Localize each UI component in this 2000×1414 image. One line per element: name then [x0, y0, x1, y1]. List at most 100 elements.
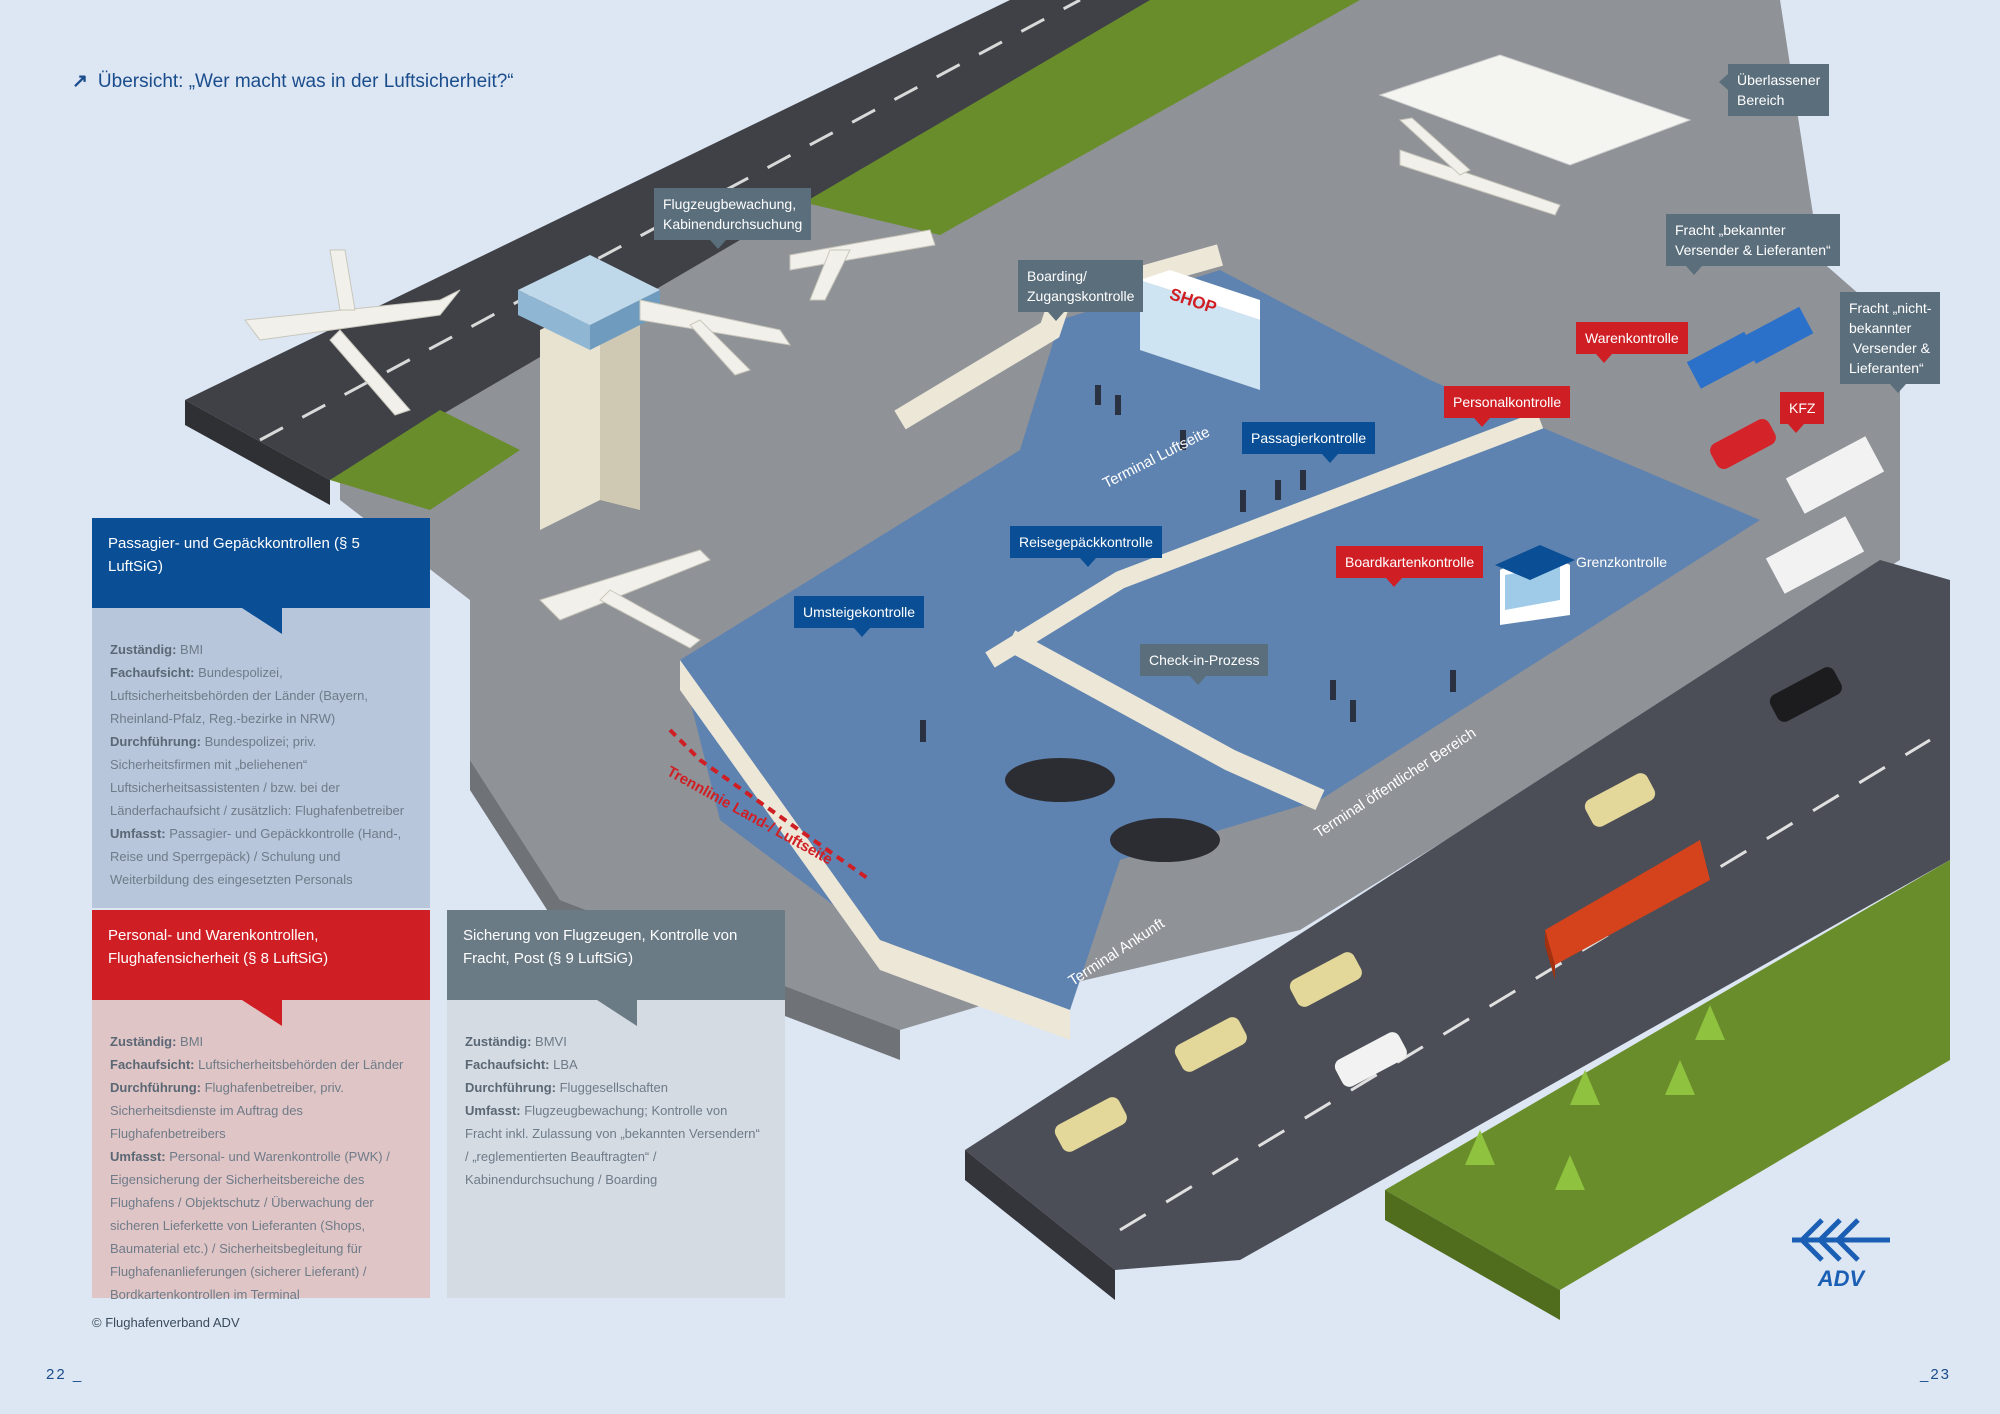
- page-number-left: 22 _: [46, 1366, 84, 1383]
- info-box-body: Zuständig: BMI Fachaufsicht: Luftsicherh…: [92, 1000, 430, 1302]
- info-box-title: Sicherung von Flugzeugen, Kontrolle von …: [447, 910, 785, 1026]
- adv-logo-text: ADV: [1817, 1266, 1867, 1291]
- road-side: [965, 1150, 1115, 1300]
- info-key: Umfasst:: [465, 1103, 521, 1118]
- grass-bottom: [1385, 860, 1950, 1290]
- shop-building: [1140, 270, 1260, 390]
- info-key: Durchführung:: [110, 734, 201, 749]
- info-value: BMVI: [531, 1034, 567, 1049]
- info-box-body: Zuständig: BMI Fachaufsicht: Bundespoliz…: [92, 608, 430, 908]
- info-value: Luftsicherheitsbehörden der Länder: [194, 1057, 404, 1072]
- plane-apron-1: [639, 299, 792, 376]
- people: [920, 385, 1456, 742]
- info-value: Passagier- und Gepäckkontrolle (Hand-, R…: [110, 826, 402, 887]
- label-passagierkontrolle: Passagierkontrolle: [1242, 422, 1376, 463]
- label-line: Lieferanten“: [1849, 360, 1924, 376]
- info-row: Durchführung: Bundespolizei; priv. Siche…: [110, 730, 412, 822]
- copyright: © Flughafenverband ADV: [92, 1315, 240, 1330]
- border-booth: [1495, 545, 1575, 625]
- info-key: Fachaufsicht:: [110, 1057, 195, 1072]
- hangar-roof: [1378, 54, 1692, 166]
- runway-centerline: [259, 0, 1081, 442]
- label-line: Überlassener: [1737, 72, 1821, 88]
- info-box-title-text: Sicherung von Flugzeugen, Kontrolle von …: [463, 927, 738, 967]
- truck-1: [1785, 436, 1885, 514]
- info-value: Flugzeugbewachung; Kontrolle von Fracht …: [465, 1103, 760, 1187]
- info-box-body: Zuständig: BMVI Fachaufsicht: LBA Durchf…: [447, 1000, 785, 1298]
- page-title: ↗Übersicht: „Wer macht was in der Luftsi…: [72, 70, 514, 93]
- info-row: Umfasst: Personal- und Warenkontrolle (P…: [110, 1145, 412, 1306]
- label-kfz: KFZ: [1780, 392, 1825, 433]
- info-box-title: Personal- und Warenkontrollen, Flughafen…: [92, 910, 430, 1026]
- label-line: Versender & Lieferanten“: [1675, 242, 1831, 258]
- label-boarding: Boarding/ Zugangskontrolle: [1018, 260, 1144, 321]
- info-value: Flughafenbetreiber, priv. Sicherheitsdie…: [110, 1080, 344, 1141]
- baggage-belt-2: [1110, 818, 1220, 862]
- info-row: Zuständig: BMI: [110, 638, 412, 661]
- van-blue-1: [1741, 306, 1814, 364]
- info-key: Umfasst:: [110, 1149, 166, 1164]
- trennlinie-red: [668, 728, 872, 882]
- label-text: Umsteigekontrolle: [803, 604, 916, 620]
- info-row: Fachaufsicht: Luftsicherheitsbehörden de…: [110, 1053, 412, 1076]
- label-line: Zugangskontrolle: [1027, 288, 1135, 304]
- label-line: Fracht „nicht-: [1849, 300, 1932, 316]
- info-row: Umfasst: Passagier- und Gepäckkontrolle …: [110, 822, 412, 891]
- car-red: [1710, 418, 1776, 470]
- label-text: Passagierkontrolle: [1251, 430, 1367, 446]
- info-value: Bundespolizei; priv. Sicherheitsfirmen m…: [110, 734, 405, 818]
- taxi-1: [1584, 773, 1656, 827]
- bus: [1545, 840, 1710, 980]
- info-key: Fachaufsicht:: [110, 665, 195, 680]
- info-box-flugzeuge-fracht: Sicherung von Flugzeugen, Kontrolle von …: [447, 910, 785, 1298]
- label-line: Kabinendurchsuchung: [663, 216, 803, 232]
- terminal-wall-front: [680, 660, 1070, 1040]
- taxi-4: [1054, 1097, 1127, 1152]
- info-value: Personal- und Warenkontrolle (PWK) / Eig…: [110, 1149, 390, 1302]
- label-check-in: Check-in-Prozess: [1140, 644, 1269, 685]
- plane-apron-2: [789, 229, 936, 301]
- label-line: Fracht „bekannter: [1675, 222, 1786, 238]
- plane-hangar: [1398, 117, 1561, 216]
- info-box-title-text: Personal- und Warenkontrollen, Flughafen…: [108, 927, 329, 967]
- grass-left: [330, 410, 520, 510]
- label-text: Personalkontrolle: [1453, 394, 1562, 410]
- terminal-floor: [680, 270, 1760, 1010]
- baggage-belt-1: [1005, 758, 1115, 802]
- label-text: KFZ: [1789, 400, 1816, 416]
- page-number-right: _23: [1920, 1366, 1952, 1383]
- terminal-wall-lines-3: [985, 411, 1544, 668]
- runway: [185, 0, 1150, 480]
- taxi-2: [1289, 952, 1362, 1007]
- info-value: BMI: [176, 1034, 204, 1049]
- grass-bottom-side: [1385, 1190, 1560, 1320]
- info-key: Umfasst:: [110, 826, 166, 841]
- adv-logo: ADV: [1792, 1218, 1890, 1291]
- label-line: bekannter: [1849, 320, 1912, 336]
- label-text: Warenkontrolle: [1585, 330, 1679, 346]
- info-row: Durchführung: Fluggesellschaften: [465, 1076, 767, 1099]
- label-flugzeugbewachung: Flugzeugbewachung, Kabinendurchsuchung: [654, 188, 812, 249]
- plane-runway: [244, 249, 461, 416]
- info-box-title: Passagier- und Gepäckkontrollen (§ 5 Luf…: [92, 518, 430, 634]
- info-row: Zuständig: BMVI: [465, 1030, 767, 1053]
- plane-apron-3: [539, 549, 711, 649]
- label-fracht-nicht-bekannt: Fracht „nicht- bekannter Versender & Lie…: [1840, 292, 1941, 393]
- label-text: Boardkartenkontrolle: [1345, 554, 1475, 570]
- label-text: Check-in-Prozess: [1149, 652, 1260, 668]
- info-key: Durchführung:: [465, 1080, 556, 1095]
- runway-side: [185, 400, 330, 505]
- info-row: Umfasst: Flugzeugbewachung; Kontrolle vo…: [465, 1099, 767, 1191]
- info-value: Fluggesellschaften: [555, 1080, 668, 1095]
- label-line: Bereich: [1737, 92, 1785, 108]
- label-grenzkontrolle: Grenzkontrolle: [1576, 554, 1668, 570]
- info-key: Zuständig:: [110, 1034, 177, 1049]
- info-row: Durchführung: Flughafenbetreiber, priv. …: [110, 1076, 412, 1145]
- label-line: Boarding/: [1027, 268, 1087, 284]
- car-black: [1769, 667, 1842, 722]
- label-boardkartenkontrolle: Boardkartenkontrolle: [1336, 546, 1484, 587]
- label-personalkontrolle: Personalkontrolle: [1444, 386, 1571, 427]
- info-value: BMI: [176, 642, 204, 657]
- label-reisegepaeckkontrolle: Reisegepäckkontrolle: [1010, 526, 1162, 567]
- info-box-title-text: Passagier- und Gepäckkontrollen (§ 5 Luf…: [108, 535, 360, 575]
